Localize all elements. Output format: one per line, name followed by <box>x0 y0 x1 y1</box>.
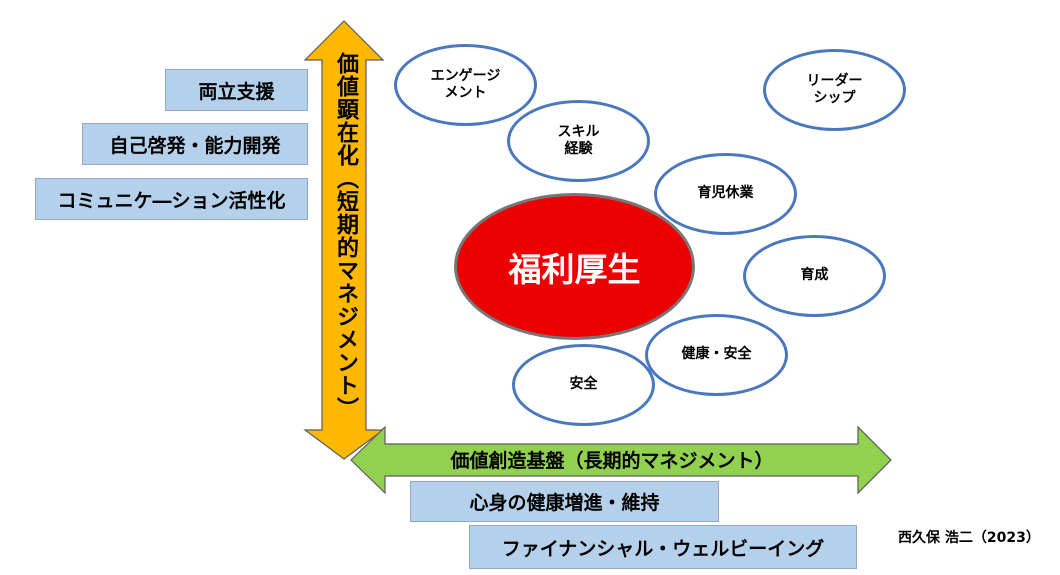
circle-skill-line1: スキル <box>557 123 600 140</box>
box-communication: コミュニケ―ション活性化 <box>35 178 308 220</box>
author-credit: 西久保 浩二（2023） <box>898 530 1040 546</box>
horizontal-axis-label: 価値創造基盤（長期的マネジメント） <box>450 450 774 472</box>
vertical-axis-label: 価値顕在化（短期的マネジメント） <box>333 52 358 420</box>
circle-health-safety-label: 健康・安全 <box>681 346 752 363</box>
vertical-arrow <box>303 20 385 460</box>
box-shinshin-kenkou: 心身の健康増進・維持 <box>410 481 719 522</box>
circle-childcare: 育児休業 <box>654 153 797 235</box>
center-fukuri-kousei: 福利厚生 <box>454 193 695 340</box>
circle-childcare-label: 育児休業 <box>697 185 754 202</box>
circle-skill-line2: 経験 <box>564 141 593 157</box>
box-financial-wellbeing: ファイナンシャル・ウェルビーイング <box>469 525 857 569</box>
box-jikokeihatsu: 自己啓発・能力開発 <box>82 123 308 165</box>
circle-safety-label: 安全 <box>569 376 598 393</box>
circle-leadership-line1: リーダー <box>806 72 863 89</box>
circle-health-safety: 健康・安全 <box>645 314 788 396</box>
circle-safety: 安全 <box>512 344 655 426</box>
box-ryouritsu-shien: 両立支援 <box>165 69 308 111</box>
circle-leadership-line2: シップ <box>813 90 856 106</box>
circle-leadership: リーダー シップ <box>763 49 906 131</box>
horizontal-arrow <box>350 425 892 495</box>
circle-engagement-line1: エンゲージ <box>430 67 501 84</box>
circle-engagement: エンゲージ メント <box>394 44 537 126</box>
circle-engagement-line2: メント <box>444 85 487 101</box>
circle-development: 育成 <box>743 235 886 317</box>
circle-development-label: 育成 <box>800 267 829 284</box>
circle-skill: スキル 経験 <box>507 100 650 182</box>
